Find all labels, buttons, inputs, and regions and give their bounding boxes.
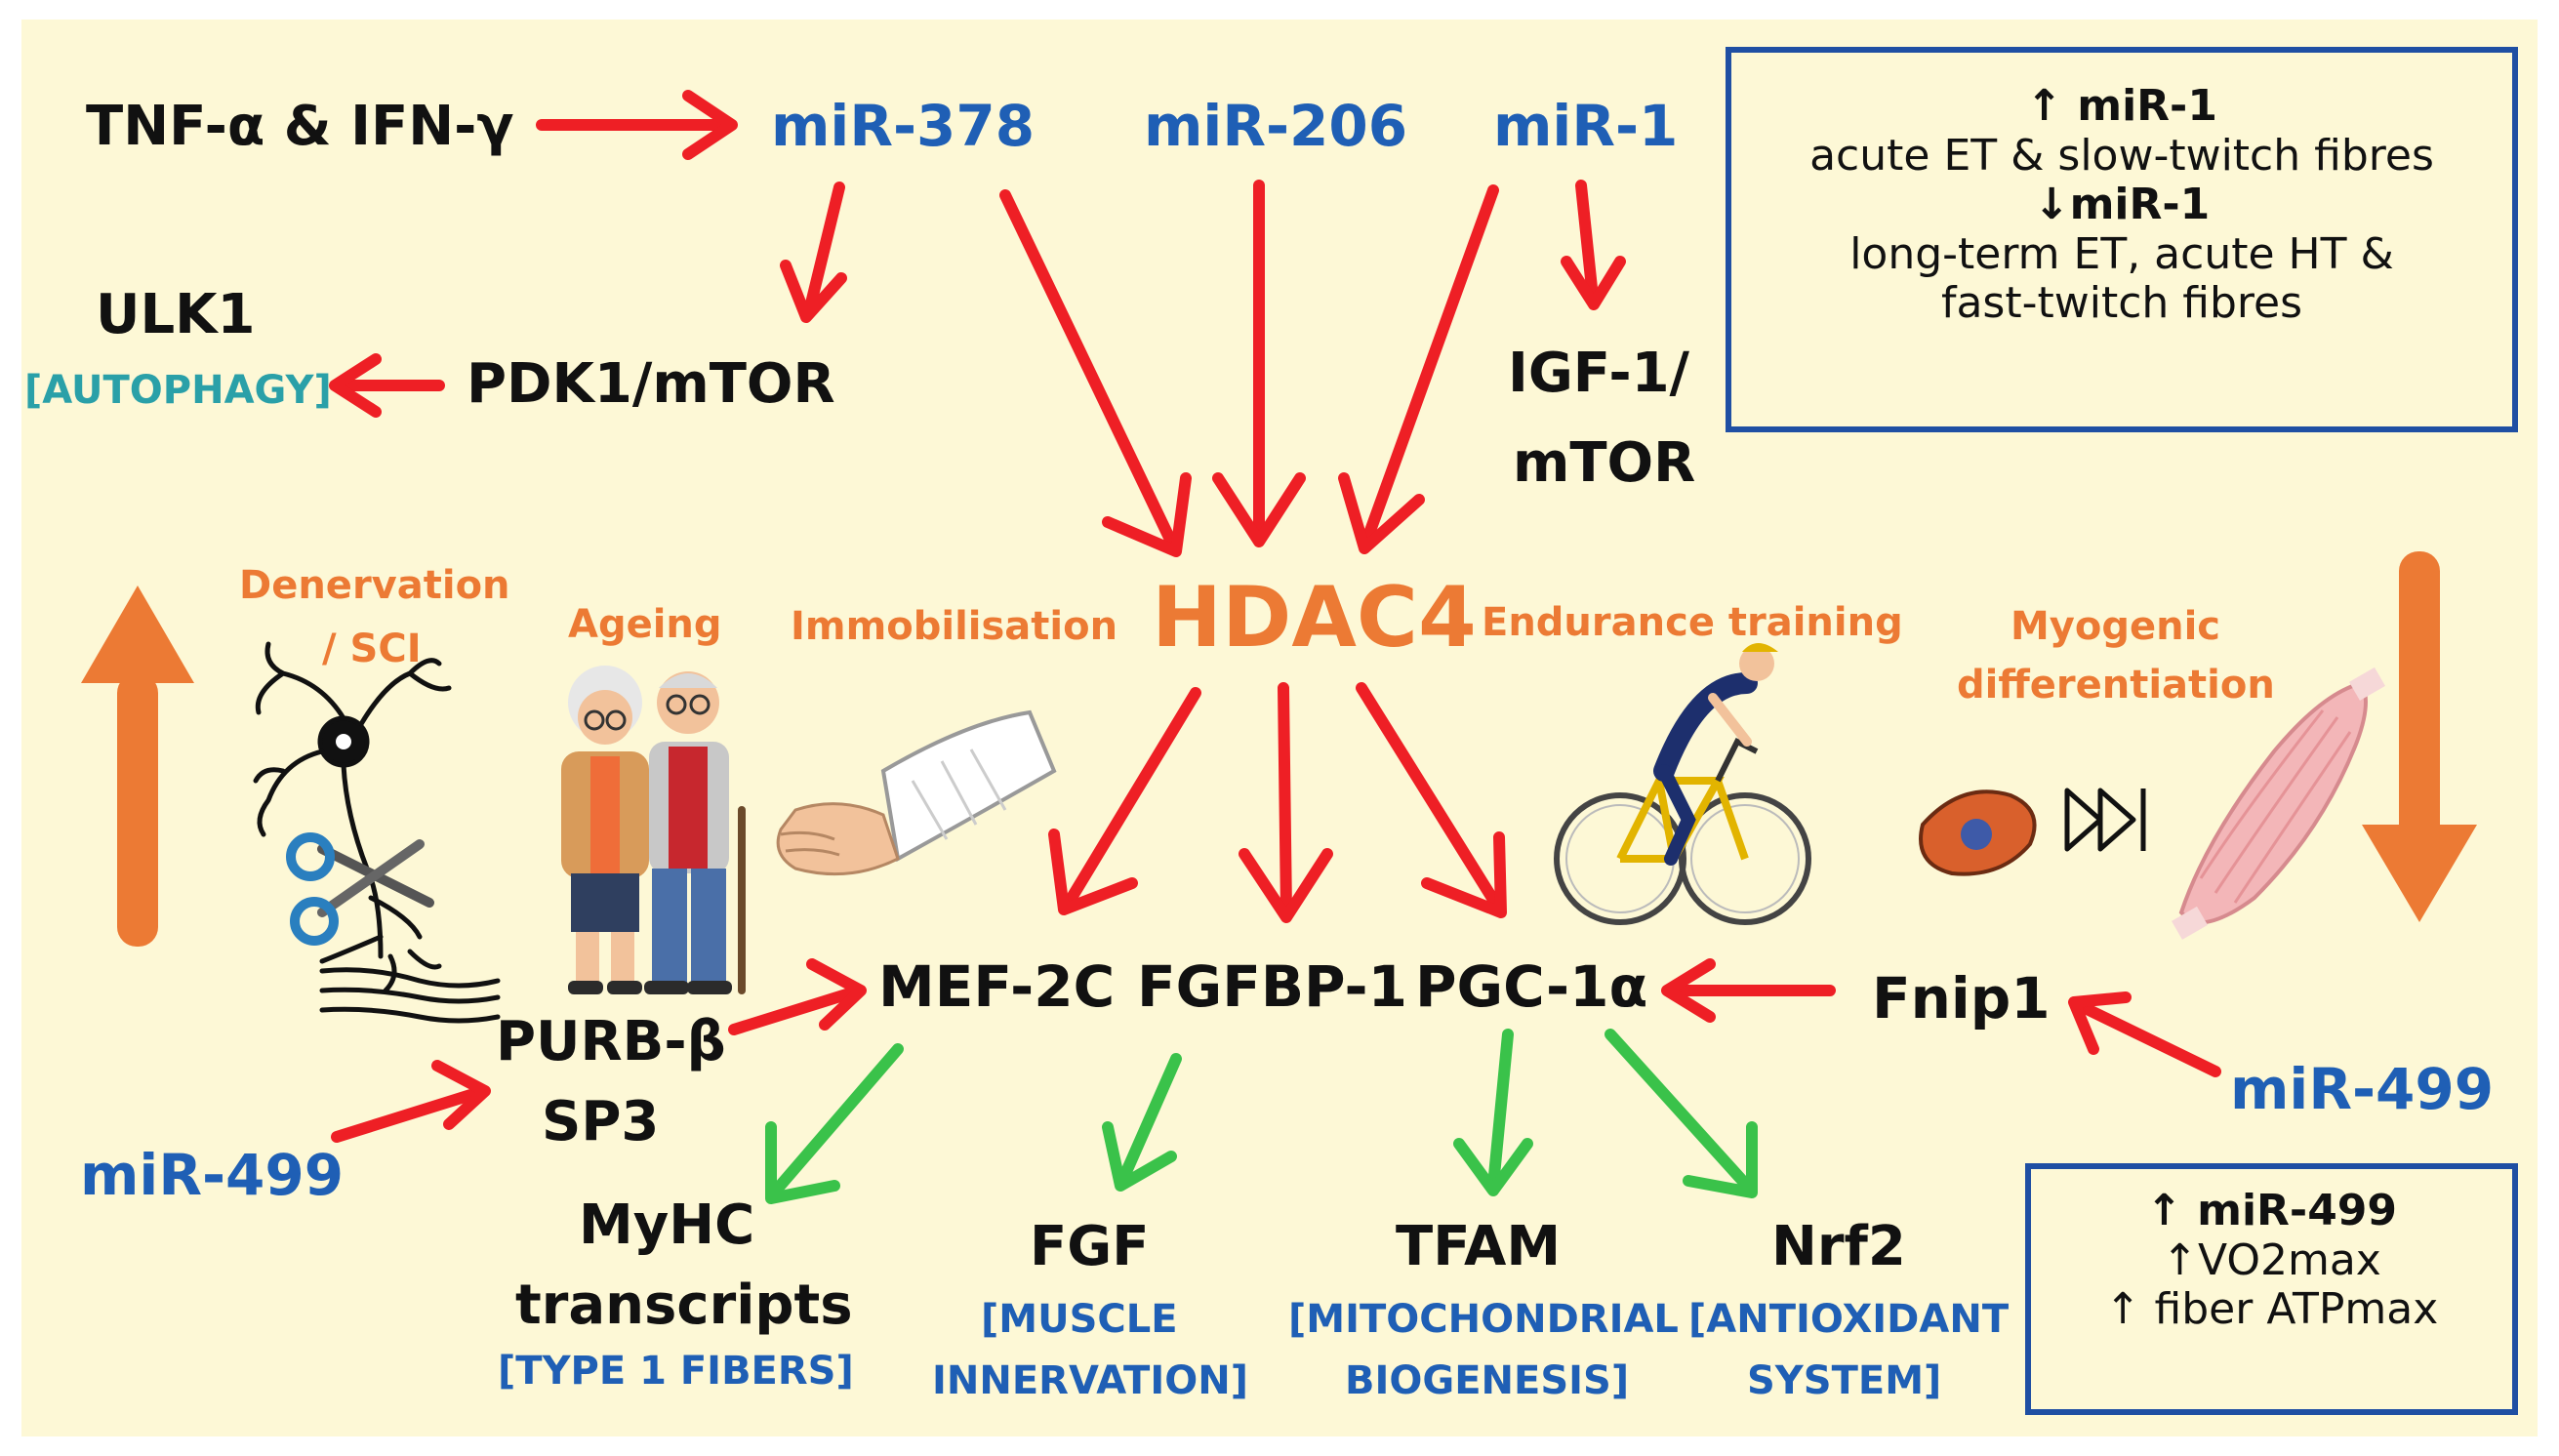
pgc1a-label: PGC-1α	[1415, 953, 1648, 1020]
arrow-mir499-to-fnip1	[2068, 991, 2221, 1077]
fgf-note-line2: INNERVATION]	[932, 1358, 1248, 1403]
elderly-couple-icon	[561, 666, 746, 994]
igf1-label-line1: IGF-1/	[1508, 342, 1689, 405]
fast-forward-icon	[2064, 788, 2146, 852]
myogenic-label: Myogenic	[2011, 604, 2221, 649]
mir1-down-desc-line2: fast-twitch fibres	[1940, 278, 2303, 329]
hdac4-label: HDAC4	[1152, 569, 1477, 667]
arm-cast-icon	[776, 709, 1057, 876]
arrow-fnip1-to-pgc1a	[1661, 958, 1836, 1023]
mir499-left-label: miR-499	[80, 1142, 345, 1208]
cytokines-label: TNF-α & IFN-γ	[86, 95, 514, 158]
myhc-note: [TYPE 1 FIBERS]	[498, 1349, 854, 1394]
autophagy-note: [AUTOPHAGY]	[24, 368, 332, 413]
scissors-icon	[286, 832, 434, 946]
tfam-note-line1: [MITOCHONDRIAL	[1288, 1297, 1679, 1342]
mir499-right-label: miR-499	[2230, 1056, 2495, 1122]
arrow-mir378-to-pdk1	[780, 182, 847, 323]
arrow-mir1-to-igf1	[1561, 180, 1626, 310]
arrow-fgfbp1-to-fgf	[1102, 1053, 1182, 1192]
differentiation-label: differentiation	[1957, 663, 2275, 708]
arrow-pgc1a-to-nrf2	[1604, 1029, 1758, 1198]
arrow-mef2c-to-myhc	[765, 1043, 904, 1204]
purb-label: PURB-β	[496, 1010, 726, 1073]
igf1-label-line2: mTOR	[1513, 431, 1696, 495]
arrow-mir1-to-hdac4	[1338, 184, 1499, 554]
arrow-hdac4-to-fgfbp1	[1239, 682, 1333, 923]
mir1-up-desc: acute ET & slow-twitch fibres	[1809, 130, 2434, 181]
mir499-box-title: ↑ miR-499	[2145, 1186, 2398, 1235]
transcripts-label: transcripts	[515, 1274, 853, 1337]
muscle-icon	[2172, 667, 2385, 940]
pdk1-label: PDK1/mTOR	[467, 352, 835, 416]
mir1-down-desc-line1: long-term ET, acute HT &	[1849, 228, 2394, 279]
mir499-vo2max: ↑VO2max	[2162, 1234, 2381, 1285]
nrf2-note-line1: [ANTIOXIDANT	[1688, 1297, 2010, 1342]
mir499-atpmax: ↑ fiber ATPmax	[2104, 1284, 2439, 1335]
arrow-mir206-to-hdac4	[1212, 180, 1306, 547]
mef2c-label: MEF-2C	[878, 953, 1116, 1020]
endurance-label: Endurance training	[1482, 600, 1903, 645]
arrow-purb-to-mef2c	[728, 958, 867, 1035]
denervation-label: Denervation	[239, 563, 510, 608]
tfam-label: TFAM	[1396, 1215, 1562, 1278]
myhc-label: MyHC	[579, 1193, 755, 1257]
ageing-label: Ageing	[568, 602, 722, 647]
sp3-label: SP3	[542, 1090, 660, 1153]
mir1-up-title: ↑ miR-1	[2026, 81, 2217, 131]
sci-label: / SCI	[322, 627, 422, 671]
mir1-down-title: ↓miR-1	[2033, 180, 2211, 230]
fgf-label: FGF	[1030, 1215, 1150, 1278]
fgf-note-line1: [MUSCLE	[981, 1297, 1178, 1342]
arrow-pdk1-to-ulk1	[329, 353, 445, 418]
fnip1-label: Fnip1	[1872, 965, 2051, 1031]
mir206-label: miR-206	[1144, 93, 1408, 159]
down-arrow-decrease	[2362, 551, 2477, 922]
mir378-label: miR-378	[771, 93, 1036, 159]
fgfbp1-label: FGFBP-1	[1137, 953, 1407, 1020]
neuron-scissors-icon	[253, 641, 501, 1024]
up-arrow-increase	[81, 586, 194, 947]
tfam-note-line2: BIOGENESIS]	[1345, 1358, 1630, 1403]
arrow-mir499-to-purb	[331, 1060, 491, 1143]
nrf2-note-line2: SYSTEM]	[1747, 1358, 1942, 1403]
arrow-cytokines-to-mir378	[536, 90, 738, 160]
cell-icon	[1919, 789, 2037, 876]
arrow-pgc1a-to-tfam	[1453, 1029, 1533, 1196]
mir1-info-box: ↑ miR-1 acute ET & slow-twitch fibres ↓m…	[1726, 47, 2518, 432]
nrf2-label: Nrf2	[1771, 1215, 1906, 1278]
immobilisation-label: Immobilisation	[791, 604, 1118, 649]
arrow-hdac4-to-mef2c	[1048, 687, 1201, 915]
arrow-mir378-to-hdac4	[999, 189, 1192, 557]
ulk1-label: ULK1	[96, 283, 256, 346]
arrow-hdac4-to-pgc1a	[1356, 682, 1507, 918]
mir499-info-box: ↑ miR-499 ↑VO2max ↑ fiber ATPmax	[2025, 1163, 2518, 1415]
mir1-label: miR-1	[1493, 93, 1679, 159]
cyclist-icon	[1554, 643, 1811, 925]
